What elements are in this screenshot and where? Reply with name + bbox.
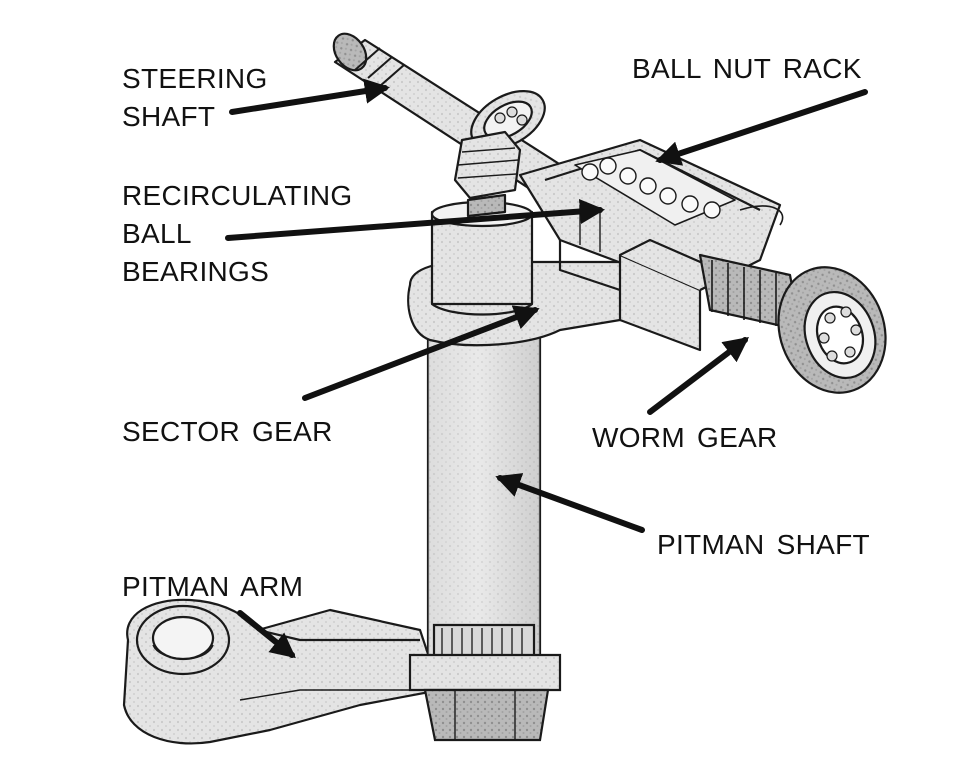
arrow-recirculating-ball-bearings — [225, 198, 606, 241]
pitman-arm-part — [122, 598, 442, 745]
arrow-worm-gear — [647, 336, 750, 415]
arrow-sector-gear — [302, 305, 540, 401]
worm-gear-part — [698, 253, 887, 394]
label-recirculating-ball-bearings: RECIRCULATING BALL BEARINGS — [122, 177, 353, 291]
label-steering-shaft-line-2: SHAFT — [122, 101, 216, 132]
ball-nut-rack-part — [518, 138, 784, 352]
callout-arrows — [225, 78, 868, 659]
label-worm-gear: WORM GEAR — [592, 422, 778, 453]
label-sector-gear: SECTOR GEAR — [122, 416, 333, 447]
arrow-steering-shaft — [229, 78, 390, 115]
pitman-shaft-part — [408, 298, 562, 742]
label-ball-nut-rack: BALL NUT RACK — [632, 53, 862, 84]
label-recirculating-line-3: BEARINGS — [122, 256, 270, 287]
label-pitman-shaft: PITMAN SHAFT — [657, 529, 870, 560]
label-steering-shaft: STEERING SHAFT — [122, 60, 268, 136]
arrow-pitman-shaft — [495, 473, 645, 533]
label-pitman-arm: PITMAN ARM — [122, 571, 304, 602]
label-recirculating-line-1: RECIRCULATING — [122, 180, 353, 211]
arrow-ball-nut-rack — [655, 89, 868, 166]
label-recirculating-line-2: BALL — [122, 218, 192, 249]
label-steering-shaft-line-1: STEERING — [122, 63, 268, 94]
adjuster-nut-part — [453, 130, 522, 218]
arrow-pitman-arm — [237, 610, 296, 659]
